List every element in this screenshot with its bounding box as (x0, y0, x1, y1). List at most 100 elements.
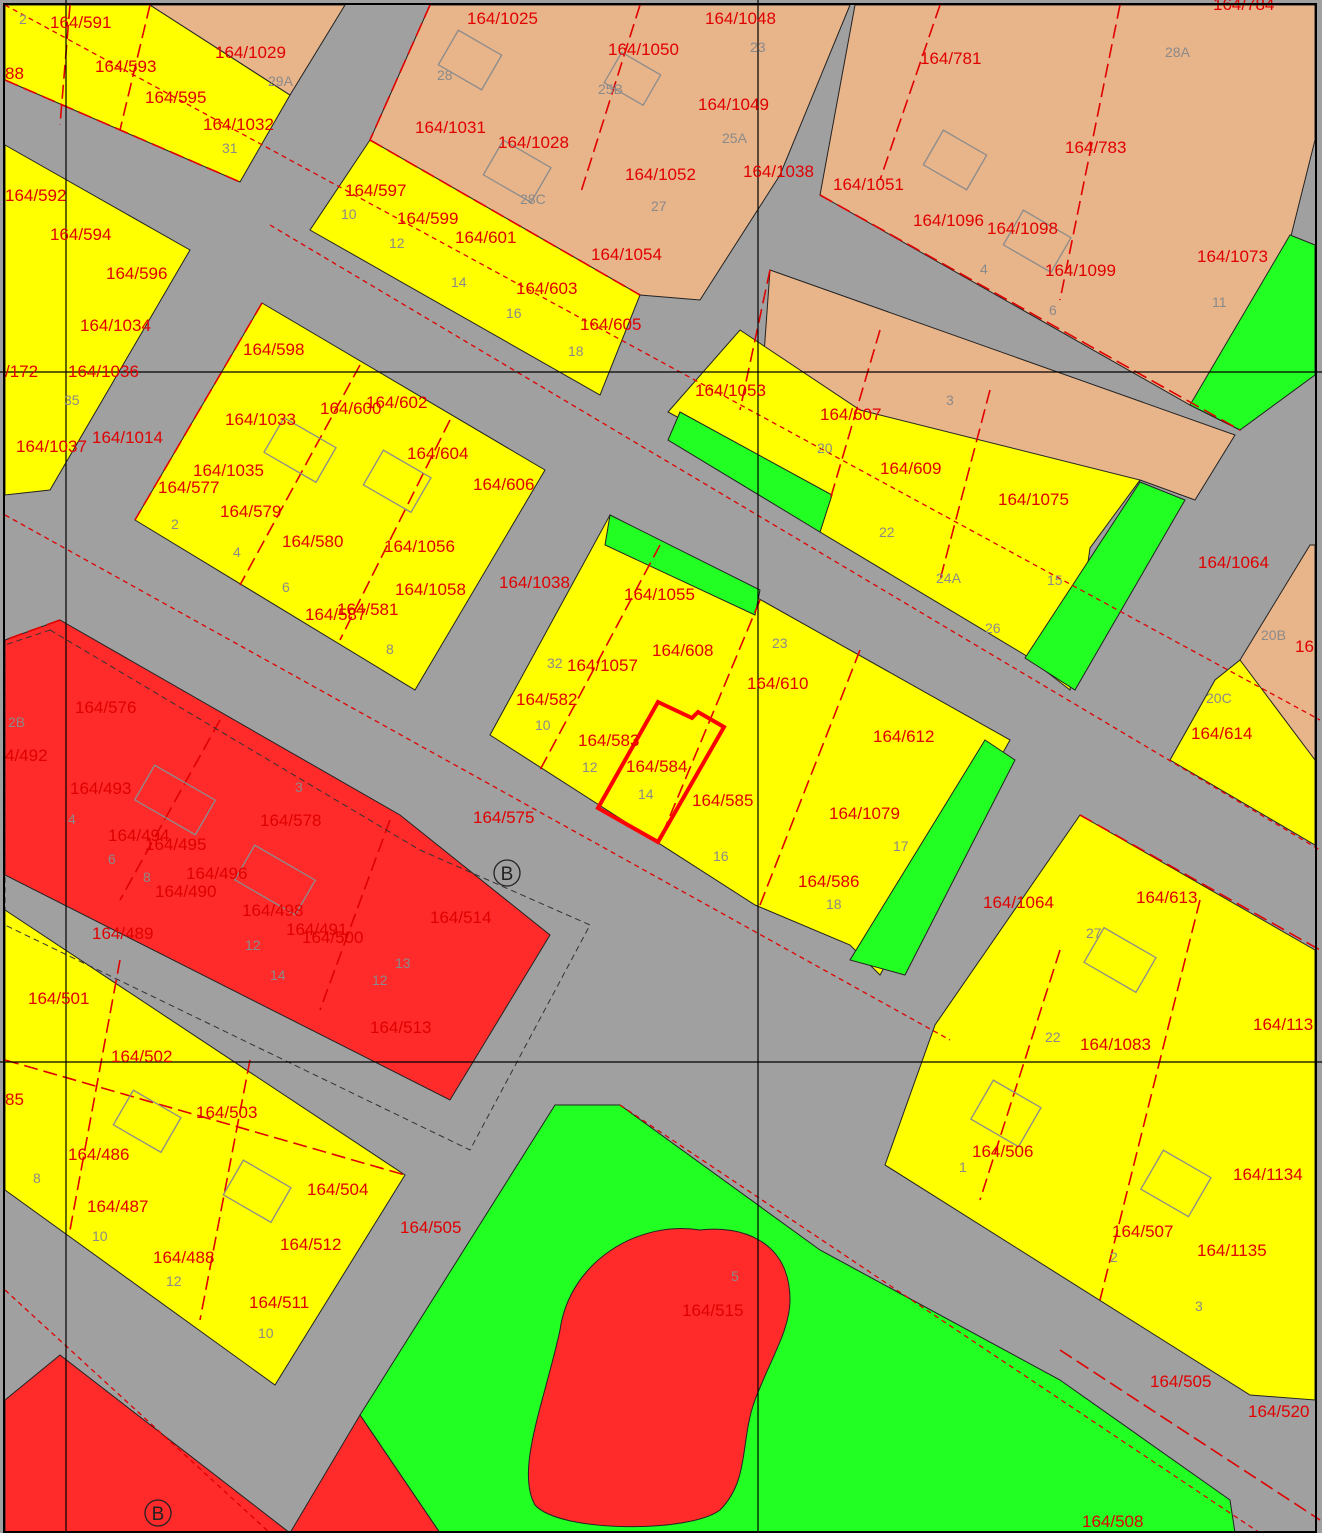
house-number-label: 12 (166, 1273, 182, 1289)
house-number-label: 10 (535, 717, 551, 733)
parcel-label: 164/594 (50, 225, 111, 244)
green-ne (1189, 234, 1316, 431)
parcel-label: 164/1035 (193, 461, 264, 480)
green-strip-center (667, 411, 833, 533)
house-number-label: 22 (879, 524, 895, 540)
house-number-label: 10 (341, 206, 357, 222)
parcel-boundaries (4, 4, 1321, 1533)
parcel-label: 164/784 (1213, 0, 1274, 14)
house-number-label: 10 (92, 1228, 108, 1244)
parcel-label: 164/578 (260, 811, 321, 830)
parcel-label: 164/595 (145, 88, 206, 107)
parcel-label: 164/1038 (499, 573, 570, 592)
parcel-label: 164/486 (68, 1145, 129, 1164)
block-public-s (289, 1414, 441, 1533)
parcel-label: 164/581 (337, 600, 398, 619)
parcel-label: 164/586 (798, 872, 859, 891)
parcel-label: 164/613 (1136, 888, 1197, 907)
parcel-label: 164/1037 (16, 437, 87, 456)
parcel-label: 164/599 (397, 209, 458, 228)
house-number-label: 14 (270, 967, 286, 983)
parcel-label: 164/1064 (983, 893, 1054, 912)
house-number-label: 26 (985, 620, 1001, 636)
parcel-label: 164/1032 (203, 115, 274, 134)
parcel-label: 164/1058 (395, 580, 466, 599)
house-number-label: 18 (568, 343, 584, 359)
parcel-label: 164/1052 (625, 165, 696, 184)
parcel-label: 164/513 (370, 1018, 431, 1037)
house-number-label: 4 (980, 261, 988, 277)
house-number-label: 12 (582, 759, 598, 775)
highlighted-parcel-outline[interactable] (595, 699, 727, 845)
parcel-label: 164/1050 (608, 40, 679, 59)
house-number-label: 29A (268, 73, 294, 89)
house-number-label: 12 (372, 972, 388, 988)
parcel-label: 164/1048 (705, 9, 776, 28)
parcel-label: 164/501 (28, 989, 89, 1008)
house-number-label: 5 (731, 1268, 739, 1284)
parcel-label: 164/505 (1150, 1372, 1211, 1391)
parcel-label: 164/503 (196, 1103, 257, 1122)
parcel-label: 164/1031 (415, 118, 486, 137)
house-number-label: 3 (1195, 1298, 1203, 1314)
house-number-label: 28 (437, 67, 453, 83)
block-residential-east (1169, 659, 1316, 846)
parcel-label: 164/502 (111, 1047, 172, 1066)
parcel-label: 164/600 (320, 399, 381, 418)
parcel-label: 164/607 (820, 405, 881, 424)
parcel-label: 164/1051 (833, 175, 904, 194)
parcel-label: 164/584 (626, 757, 687, 776)
house-number-label: 8 (33, 1170, 41, 1186)
parcel-label: 164/610 (747, 674, 808, 693)
parcel-label: 164/602 (366, 393, 427, 412)
parcel-label: 164/498 (242, 901, 303, 920)
house-number-label: 23 (772, 635, 788, 651)
house-number-label: 27 (651, 198, 667, 214)
house-number-label: 20B (1261, 627, 1286, 643)
parcel-label: 164/579 (220, 502, 281, 521)
parcel-label: 85 (5, 1090, 24, 1109)
house-number-label: 4 (68, 811, 76, 827)
parcel-label: 164/580 (282, 532, 343, 551)
admin-boundary (4, 629, 591, 1151)
parcel-label: 164/1034 (80, 316, 151, 335)
parcel-label: 164/1135 (1197, 1241, 1267, 1260)
parcel-label: 164/1049 (698, 95, 769, 114)
parcel-label: 88 (5, 64, 24, 83)
parcel-label: 164/515 (682, 1301, 743, 1320)
house-number-label: 22 (1045, 1029, 1061, 1045)
parcel-label: 164/505 (400, 1218, 461, 1237)
house-number-label: 8 (143, 869, 151, 885)
parcel-label: 164/1099 (1045, 261, 1116, 280)
public-building-park (527, 1228, 791, 1528)
house-number-label: 3 (946, 392, 954, 408)
parcel-label: 164/1054 (591, 245, 662, 264)
parcel-label: 164/512 (280, 1235, 341, 1254)
parcel-label: 164/500 (302, 928, 363, 947)
parcel-label: 164/488 (153, 1248, 214, 1267)
house-number-label: 10 (258, 1325, 274, 1341)
parcel-label: 164/489 (92, 924, 153, 943)
parcel-label: 164/1134 (1233, 1165, 1303, 1184)
house-number-label: 6 (1049, 302, 1057, 318)
parcel-label: 164/1098 (987, 219, 1058, 238)
parcel-label: 164/612 (873, 727, 934, 746)
house-number-label: 35 (64, 392, 80, 408)
house-number-label: 20C (1206, 690, 1232, 706)
parcel-label: 164/593 (95, 57, 156, 76)
parcel-label: 164/504 (307, 1180, 368, 1199)
map-frame-border (3, 3, 1317, 1533)
house-number-label: 23 (750, 39, 766, 55)
parcel-label: 164/575 (473, 808, 534, 827)
house-number-label: 2 (1110, 1249, 1118, 1265)
parcel-label: 164/583 (578, 731, 639, 750)
parcel-label: 16 (1295, 637, 1314, 656)
parcel-label: 164/1029 (215, 43, 286, 62)
parcel-label: 164/494 (108, 826, 169, 845)
parcel-label: 164/597 (345, 181, 406, 200)
parcel-label: 164/577 (158, 478, 219, 497)
